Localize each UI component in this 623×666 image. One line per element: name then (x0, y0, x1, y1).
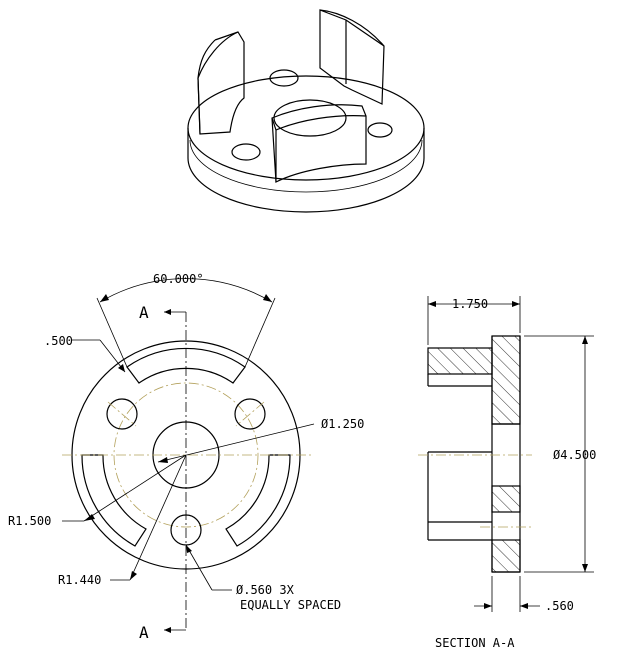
section-title: SECTION A-A (435, 636, 515, 650)
hole-spacing-note: EQUALLY SPACED (240, 598, 341, 612)
hole-diameter-dimension: Ø.560 3X (236, 583, 295, 597)
slot-width-dimension: .500 (44, 334, 73, 348)
height-dimension: 1.750 (452, 297, 488, 311)
section-mark-top: A (139, 303, 149, 322)
bore-diameter-dimension: Ø1.250 (321, 417, 364, 431)
flange-thickness-dimension: .560 (545, 599, 574, 613)
outer-diameter-dimension: Ø4.500 (553, 448, 596, 462)
section-mark-bottom: A (139, 623, 149, 642)
outer-radius-dimension: R1.500 (8, 514, 51, 528)
inner-radius-dimension: R1.440 (58, 573, 101, 587)
front-view (62, 278, 315, 633)
isometric-view (187, 9, 425, 213)
angle-dimension: 60.000° (153, 272, 204, 286)
dimension-labels: 60.000° A A .500 Ø1.250 R1.500 R1.440 Ø.… (8, 272, 596, 650)
section-view (418, 296, 594, 612)
